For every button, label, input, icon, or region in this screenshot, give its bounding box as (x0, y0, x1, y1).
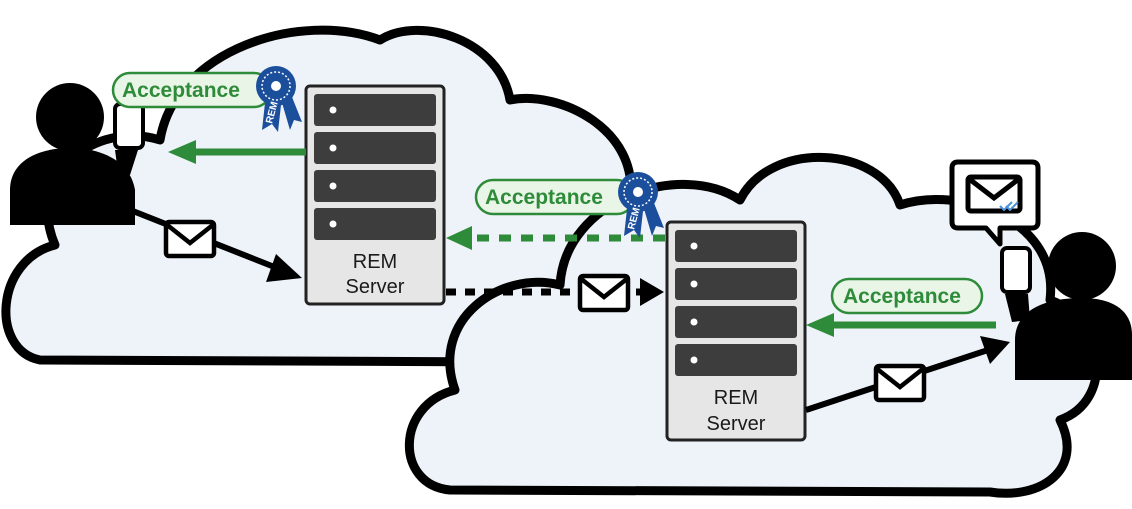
acceptance-pill: Acceptance (474, 178, 636, 216)
acceptance-label: Acceptance (122, 79, 240, 102)
server-label-line2: Server (707, 413, 766, 435)
server-slot (314, 132, 436, 164)
acceptance-pill: Acceptance (830, 277, 984, 315)
sender-person-icon (10, 83, 135, 225)
server-slot (314, 208, 436, 240)
acceptance-label: Acceptance (485, 186, 603, 209)
right-rem-server: REM Server (665, 220, 807, 442)
server-slot (675, 230, 797, 262)
server-slot (675, 268, 797, 300)
server-slot (675, 306, 797, 338)
envelope-icon (577, 273, 631, 313)
envelope-icon (873, 363, 927, 403)
acceptance-arrow-left-server-to-sender (168, 140, 306, 164)
notification-chat-bubble-icon (949, 159, 1041, 247)
acceptance-label: Acceptance (843, 285, 961, 308)
recipient-phone-icon (1000, 246, 1032, 322)
server-label-line1: REM (714, 387, 758, 409)
rosette-badge-icon: REM (256, 66, 302, 132)
server-label-line1: REM (353, 251, 397, 273)
rosette-badge-icon: REM (618, 172, 664, 238)
server-label-line2: Server (346, 276, 405, 298)
acceptance-pill: Acceptance (111, 71, 273, 109)
acceptance-arrow-dotted-server-to-server (446, 226, 665, 250)
server-slot (314, 94, 436, 126)
recipient-person-icon (1015, 232, 1132, 380)
server-slot (314, 170, 436, 202)
envelope-icon (163, 219, 217, 259)
server-slot (675, 344, 797, 376)
left-rem-server: REM Server (304, 84, 446, 306)
acceptance-arrow-recipient-to-right-server (806, 313, 996, 337)
